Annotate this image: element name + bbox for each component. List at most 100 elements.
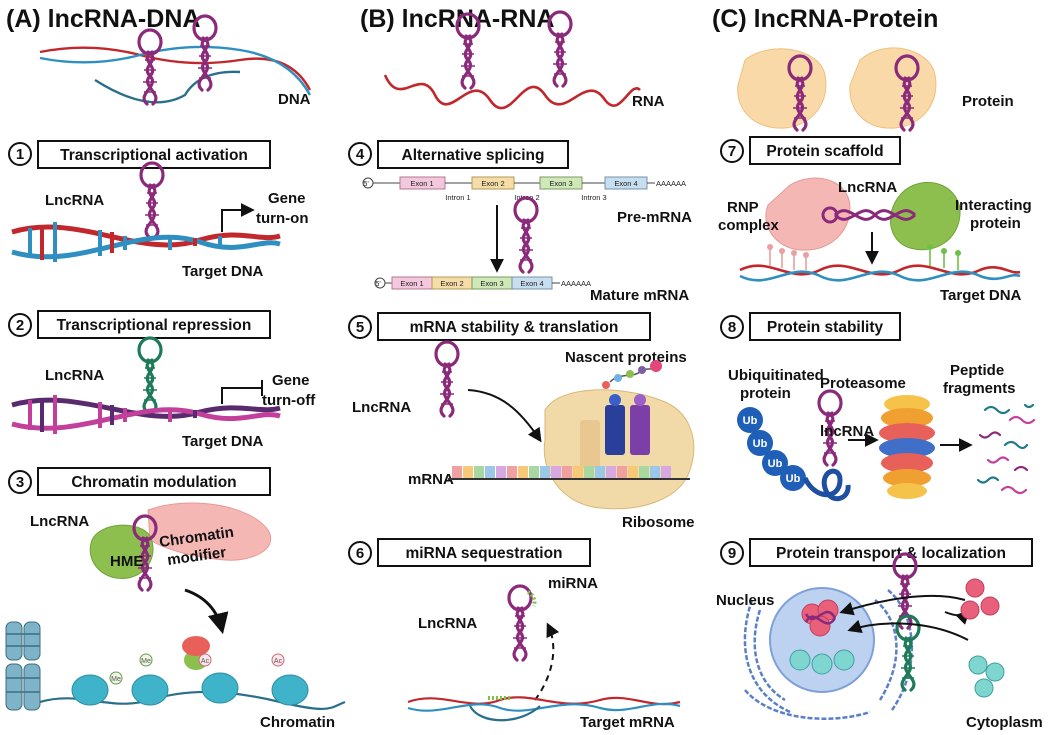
mechanism-number: 4: [356, 146, 365, 163]
lncrna-hairpin-green: [137, 336, 163, 414]
dashed-arrow: [534, 622, 560, 701]
mechanism-number: 5: [356, 319, 364, 336]
lncrna-label: LncRNA: [352, 399, 411, 416]
amino-acid: [609, 394, 621, 406]
proteasome-shape: [879, 395, 935, 499]
mirna-label: miRNA: [548, 575, 598, 592]
interacting-label-2: protein: [970, 215, 1021, 232]
protein-coil: [802, 468, 851, 501]
lncrna-label: LncRNA: [45, 367, 104, 384]
nascent-proteins-label: Nascent proteins: [565, 349, 687, 366]
proteasome-label: Proteasome: [820, 375, 906, 392]
me-mark: Me Me: [109, 653, 153, 685]
mechanism-label: Transcriptional activation: [60, 147, 248, 164]
mechanism-number: 8: [728, 319, 736, 336]
peptide-label-2: fragments: [943, 380, 1016, 397]
ac-mark-label: Ac: [274, 658, 283, 665]
mrna-label: mRNA: [408, 471, 454, 488]
lncrna-hairpin: [507, 584, 533, 662]
rnp-complex-shape: [765, 177, 851, 251]
arrow: [184, 588, 229, 635]
mechanism-number: 1: [16, 146, 24, 163]
polya-label: AAAAAA: [561, 279, 591, 288]
gene-off-label-1: Gene: [272, 372, 310, 389]
interacting-protein-shape: [889, 181, 961, 251]
mechanism-number: 6: [356, 545, 364, 562]
dna-label: DNA: [278, 91, 311, 108]
target-dna-helix-2: [11, 380, 281, 434]
gene-on-label-2: turn-on: [256, 210, 308, 227]
pre-mrna: [362, 176, 655, 190]
lncrna-hairpin: [434, 340, 460, 418]
mechanism-label: Protein scaffold: [766, 143, 883, 160]
peptide-label-1: Peptide: [950, 362, 1004, 379]
hme-label: HME: [110, 553, 143, 570]
ac-mark: Ac Ac: [198, 653, 285, 667]
nascent-protein-chain: [602, 360, 662, 389]
column-title-c: (C) lncRNA-Protein: [712, 5, 938, 33]
ac-mark-label: Ac: [201, 658, 210, 665]
column-title-a: (A) lncRNA-DNA: [6, 5, 200, 33]
rnp-label-2: complex: [718, 217, 780, 234]
mechanism-label: Transcriptional repression: [57, 317, 252, 334]
lncrna-hairpin: [513, 196, 539, 274]
nucleus-label: Nucleus: [716, 592, 774, 609]
mechanism-label: miRNA sequestration: [405, 545, 562, 562]
mechanism-label: Protein transport & localization: [776, 545, 1006, 562]
target-dna-label: Target DNA: [182, 263, 264, 280]
mechanism-label: Protein stability: [767, 319, 884, 336]
protein-in-cytoplasm: [960, 578, 1005, 698]
ub-label: Ub: [753, 438, 768, 450]
mechanism-label: Alternative splicing: [402, 147, 545, 164]
exon-2-label: Exon 2: [481, 179, 504, 188]
protein-blob: [737, 48, 827, 129]
me-mark-label: Me: [111, 676, 121, 683]
mechanism-1-header: 1 Transcriptional activation: [8, 140, 271, 169]
exon-3-label: Exon 3: [549, 179, 572, 188]
chromatin-label: Chromatin: [260, 714, 335, 731]
mechanism-number: 2: [16, 317, 24, 334]
target-dna-label: Target DNA: [182, 433, 264, 450]
exon-2-label: Exon 2: [440, 279, 463, 288]
ub-label: Ub: [743, 415, 758, 427]
mechanism-7-header: 7 Protein scaffold: [720, 136, 901, 165]
lncrna-label: LncRNA: [838, 179, 897, 196]
dna-helix-top: [39, 45, 312, 104]
trna: [605, 405, 625, 455]
nucleosome: [71, 672, 309, 706]
ubiquitin-chain: Ub Ub Ub Ub: [737, 407, 806, 491]
endoplasmic-reticulum: [743, 589, 913, 720]
mechanism-label: mRNA stability & translation: [410, 319, 619, 336]
mature-mrna-label: Mature mRNA: [590, 287, 689, 304]
target-mrna-label: Target mRNA: [580, 714, 675, 731]
exon-3-label: Exon 3: [480, 279, 503, 288]
peptide-fragments: [976, 403, 1036, 495]
mechanism-number: 3: [16, 474, 24, 491]
target-dna-label: Target DNA: [940, 287, 1022, 304]
target-mrna-helix: [407, 696, 681, 722]
mechanism-label: Chromatin modulation: [71, 474, 236, 491]
exon-1-label: Exon 1: [400, 279, 423, 288]
cytoplasm-label: Cytoplasm: [966, 714, 1043, 731]
target-dna-helix-1: [11, 203, 281, 262]
lncrna-hairpin: [137, 28, 163, 106]
mature-mrna: [374, 276, 560, 290]
mechanism-8-header: 8 Protein stability: [720, 312, 901, 341]
interacting-label-1: Interacting: [955, 197, 1032, 214]
polya-label: AAAAAA: [656, 179, 686, 188]
trna: [630, 405, 650, 455]
mechanism-3-header: 3 Chromatin modulation: [8, 467, 271, 496]
gene-on-label-1: Gene: [268, 190, 306, 207]
mechanism-6-header: 6 miRNA sequestration: [348, 538, 591, 567]
mechanism-9-header: 9 Protein transport & localization: [720, 538, 1033, 567]
protein-blob: [849, 47, 937, 129]
target-dna-helix-3: [739, 244, 1021, 282]
mechanism-number: 9: [728, 545, 736, 562]
lncrna-linear-scaffold: [821, 206, 917, 224]
intron-1-label: Intron 1: [445, 193, 470, 202]
exon-4-label: Exon 4: [520, 279, 543, 288]
protein-label: Protein: [962, 93, 1014, 110]
chromatin-modifier-shape: [147, 502, 272, 561]
